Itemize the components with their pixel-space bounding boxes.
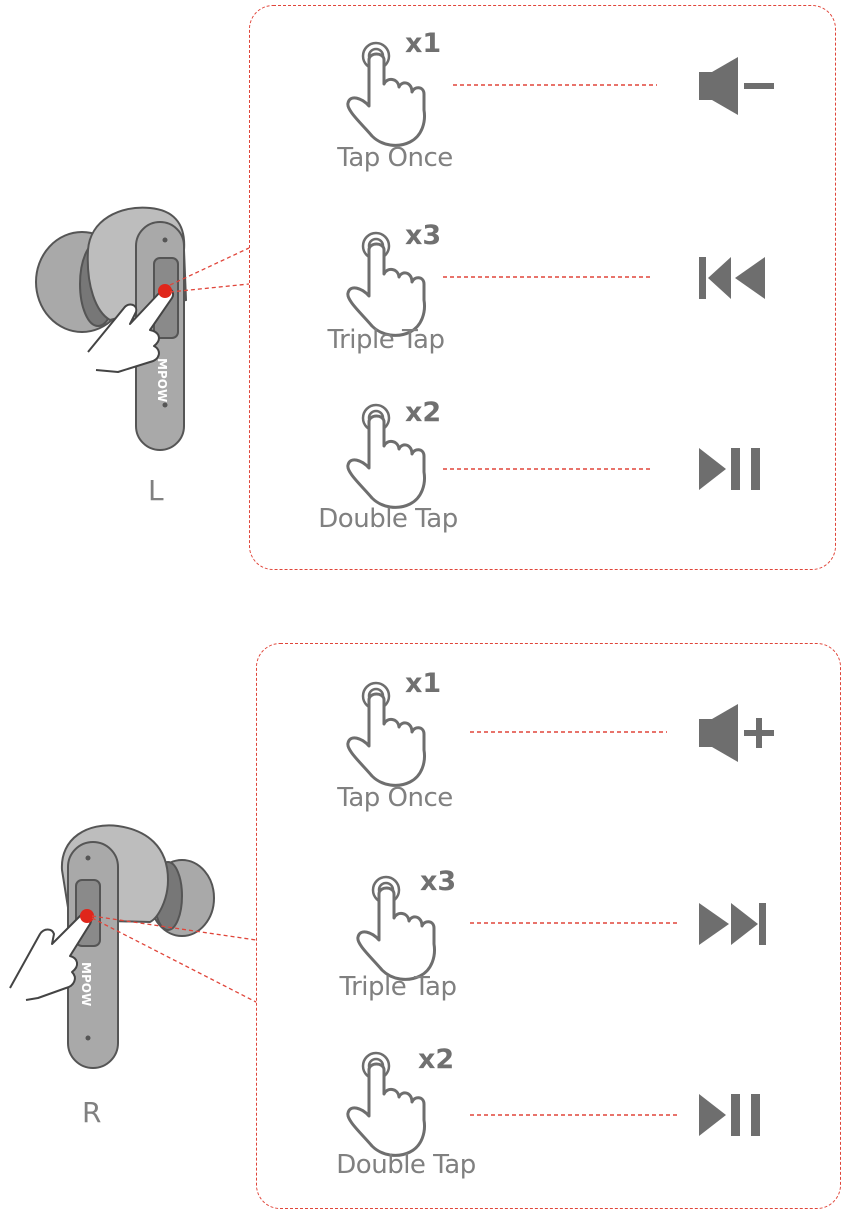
left-gesture-label-1: Tap Once [337, 143, 453, 173]
left-earbud: MPOW [35, 206, 188, 451]
right-gesture-panel [256, 643, 841, 1209]
left-brand-text: MPOW [155, 358, 169, 402]
right-tap-count-2: x3 [420, 866, 457, 897]
previous-track-icon [699, 257, 765, 299]
right-gesture-triple-tap [356, 875, 766, 981]
right-side-label: R [82, 1096, 102, 1129]
left-touch-point [158, 284, 172, 298]
volume-down-icon [699, 57, 774, 115]
right-gesture-label-3: Double Tap [336, 1150, 476, 1180]
volume-up-icon [699, 704, 774, 762]
right-earbud: MPOW [9, 824, 215, 1069]
tap-hand-icon [346, 1051, 426, 1157]
left-gesture-double-tap [346, 403, 760, 509]
right-gesture-double-tap [346, 1051, 760, 1157]
right-gesture-label-2: Triple Tap [339, 972, 457, 1002]
left-gesture-triple-tap [346, 231, 765, 337]
left-gesture-tap-once [346, 41, 774, 147]
right-brand-text: MPOW [79, 962, 93, 1006]
next-track-icon [699, 903, 766, 945]
left-gesture-panel [249, 5, 836, 570]
right-touch-point [80, 909, 94, 923]
left-tap-count-2: x3 [405, 220, 442, 251]
left-gesture-label-2: Triple Tap [327, 325, 445, 355]
play-pause-icon [699, 1094, 760, 1136]
left-gesture-label-3: Double Tap [318, 504, 458, 534]
right-tap-count-1: x1 [405, 668, 442, 699]
left-touch-hand [87, 286, 174, 373]
play-pause-icon [699, 448, 760, 490]
left-tap-count-3: x2 [405, 397, 442, 428]
right-gesture-tap-once [346, 681, 774, 787]
right-gesture-label-1: Tap Once [337, 783, 453, 813]
left-tap-count-1: x1 [405, 28, 442, 59]
right-tap-count-3: x2 [418, 1044, 455, 1075]
left-side-label: L [148, 474, 164, 507]
right-touch-hand [9, 912, 92, 1001]
